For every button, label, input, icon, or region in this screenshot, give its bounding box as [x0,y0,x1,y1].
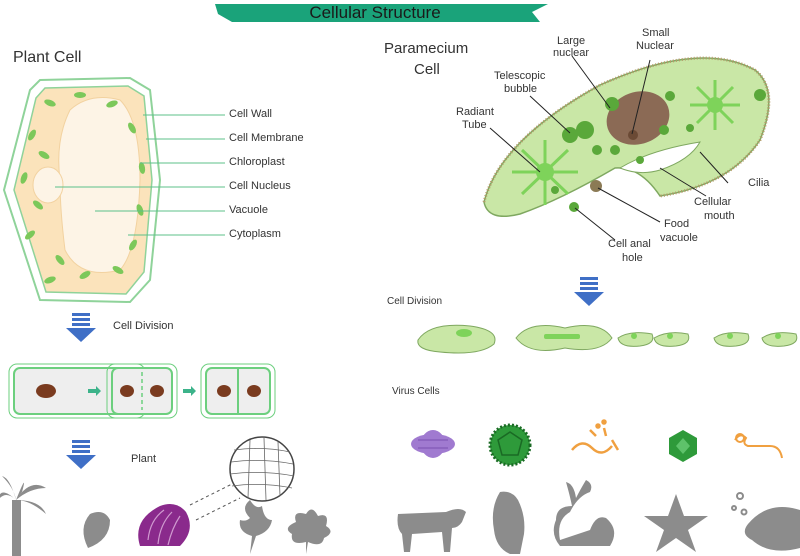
maple-leaf-silhouette [287,509,331,554]
down-arrow-plant-division [66,313,96,342]
plant-nucleus [32,166,64,204]
label-radiant-1: Radiant [456,106,494,118]
virus-orange-coil [734,433,783,459]
label-small-nuclear-2: Nuclear [636,40,674,52]
food-vacuoles [551,89,766,212]
plant-cell-division [8,363,276,419]
onion-drawing [138,481,241,546]
label-cellular-mouth-1: Cellular [694,196,732,208]
paramecium-division [417,324,798,354]
palm-tree-silhouette [0,476,46,556]
label-telescopic-2: bubble [504,83,538,95]
paramecium-cell-division-label: Cell Division [387,296,443,307]
plant-cell-division-label: Cell Division [113,320,174,332]
label-cell-anal-hole-2: hole [622,252,643,264]
down-arrow-paramecium [574,277,604,306]
label-cellular-mouth-2: mouth [704,210,735,222]
down-arrow-plant [66,440,96,469]
label-cell-anal-hole-1: Cell anal [608,238,651,250]
label-large-nuclear-1: Large [557,35,586,47]
label-telescopic-1: Telescopic [494,70,546,82]
virus-orange-strand [571,419,620,454]
rabbit-silhouette [553,480,615,546]
paramecium-leader-lines [489,55,729,241]
paramecium-heading-line1: Paramecium [384,40,469,57]
label-small-nuclear-1: Small [642,27,670,39]
virus-cells-label: Virus Cells [392,386,440,397]
plant-cell [2,76,225,304]
label-cell-membrane: Cell Membrane [229,132,304,144]
oak-leaf-silhouette [239,500,272,554]
page-title: Cellular Structure [309,3,441,22]
title-banner [215,4,548,22]
label-large-nuclear-2: nuclear [553,47,590,59]
plant-cell-heading: Plant Cell [13,49,82,66]
plant-vacuole [58,97,141,273]
label-cytoplasm: Cytoplasm [229,228,281,240]
virus-green-spiky [488,423,532,467]
division-arrow-1 [88,386,101,396]
label-chloroplast: Chloroplast [229,156,285,168]
label-radiant-2: Tube [462,119,487,131]
plant-leader-lines [55,114,225,236]
division-arrow-2 [183,386,196,396]
leaf-silhouette [83,512,110,548]
starfish-silhouette [644,494,708,552]
label-vacuole: Vacuole [229,204,268,216]
virus-green-polyhedron [669,430,697,462]
label-cell-nucleus: Cell Nucleus [229,180,291,192]
label-cilia: Cilia [748,177,770,189]
onion-cell-magnified [229,436,295,502]
label-cell-wall: Cell Wall [229,108,272,120]
label-food-vacuole-1: Food [664,218,690,230]
paramecium-cell [482,55,771,241]
virus-purple [411,430,455,458]
chloroplasts [20,92,146,284]
paramecium-heading-line2: Cell [414,61,440,78]
large-nuclear-shape [606,91,670,145]
plant-label: Plant [131,453,157,465]
fish-bubbles [731,492,748,516]
owl-silhouette [492,491,525,554]
plant-cell-wall [2,76,162,304]
oral-groove [618,141,701,174]
cow-silhouette [397,509,466,552]
fish-silhouette [744,507,800,551]
small-nuclear-shape [628,130,638,140]
division-nucleus-1 [36,384,56,398]
label-food-vacuole-2: vacuole [660,232,698,244]
cilia-fringe [482,56,771,203]
